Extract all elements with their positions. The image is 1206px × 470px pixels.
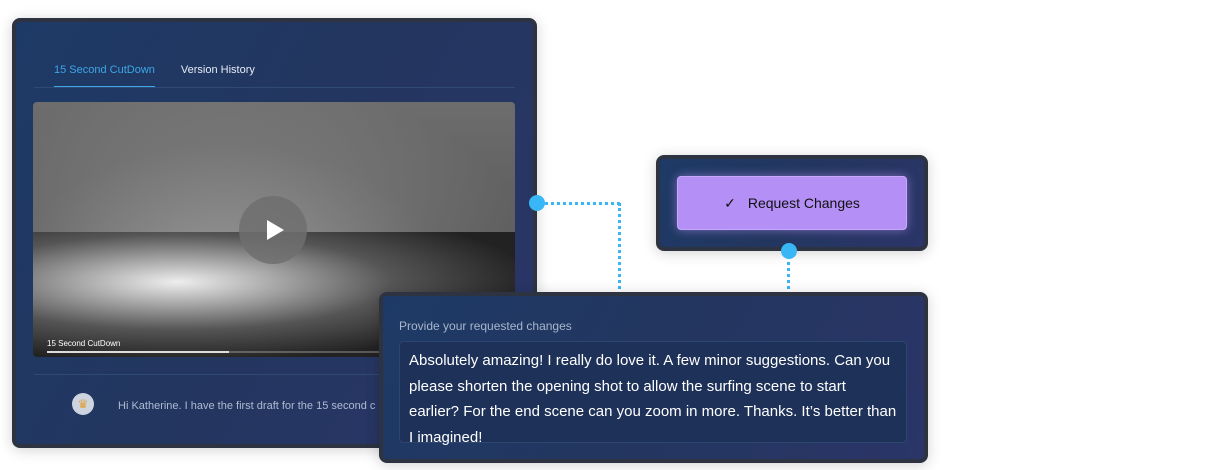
request-changes-panel: ✓ Request Changes <box>656 155 928 251</box>
connector-line <box>618 203 621 295</box>
message-text: Hi Katherine. I have the first draft for… <box>118 400 376 412</box>
connector-dot <box>781 243 797 259</box>
video-progress-fill <box>47 351 229 353</box>
video-progress-bar[interactable] <box>47 351 501 353</box>
video-caption: 15 Second CutDown <box>47 339 121 348</box>
tab-15-second-cutdown[interactable]: 15 Second CutDown <box>54 64 155 88</box>
tab-divider <box>34 87 515 88</box>
tab-bar: 15 Second CutDown Version History <box>54 64 255 88</box>
request-changes-button[interactable]: ✓ Request Changes <box>677 176 907 230</box>
requested-changes-textarea[interactable]: Absolutely amazing! I really do love it.… <box>399 341 907 446</box>
requested-changes-label: Provide your requested changes <box>399 319 572 333</box>
requested-changes-panel: Provide your requested changes Absolutel… <box>379 292 928 463</box>
crown-icon: ♛ <box>77 397 89 411</box>
tab-version-history[interactable]: Version History <box>180 64 255 76</box>
connector-line <box>540 202 620 205</box>
connector-dot <box>529 195 545 211</box>
comment-divider <box>34 374 515 375</box>
play-button[interactable] <box>239 196 307 264</box>
check-icon: ✓ <box>724 194 736 211</box>
avatar: ♛ <box>72 393 94 415</box>
connector-line <box>787 255 790 295</box>
request-changes-label: Request Changes <box>747 195 860 211</box>
